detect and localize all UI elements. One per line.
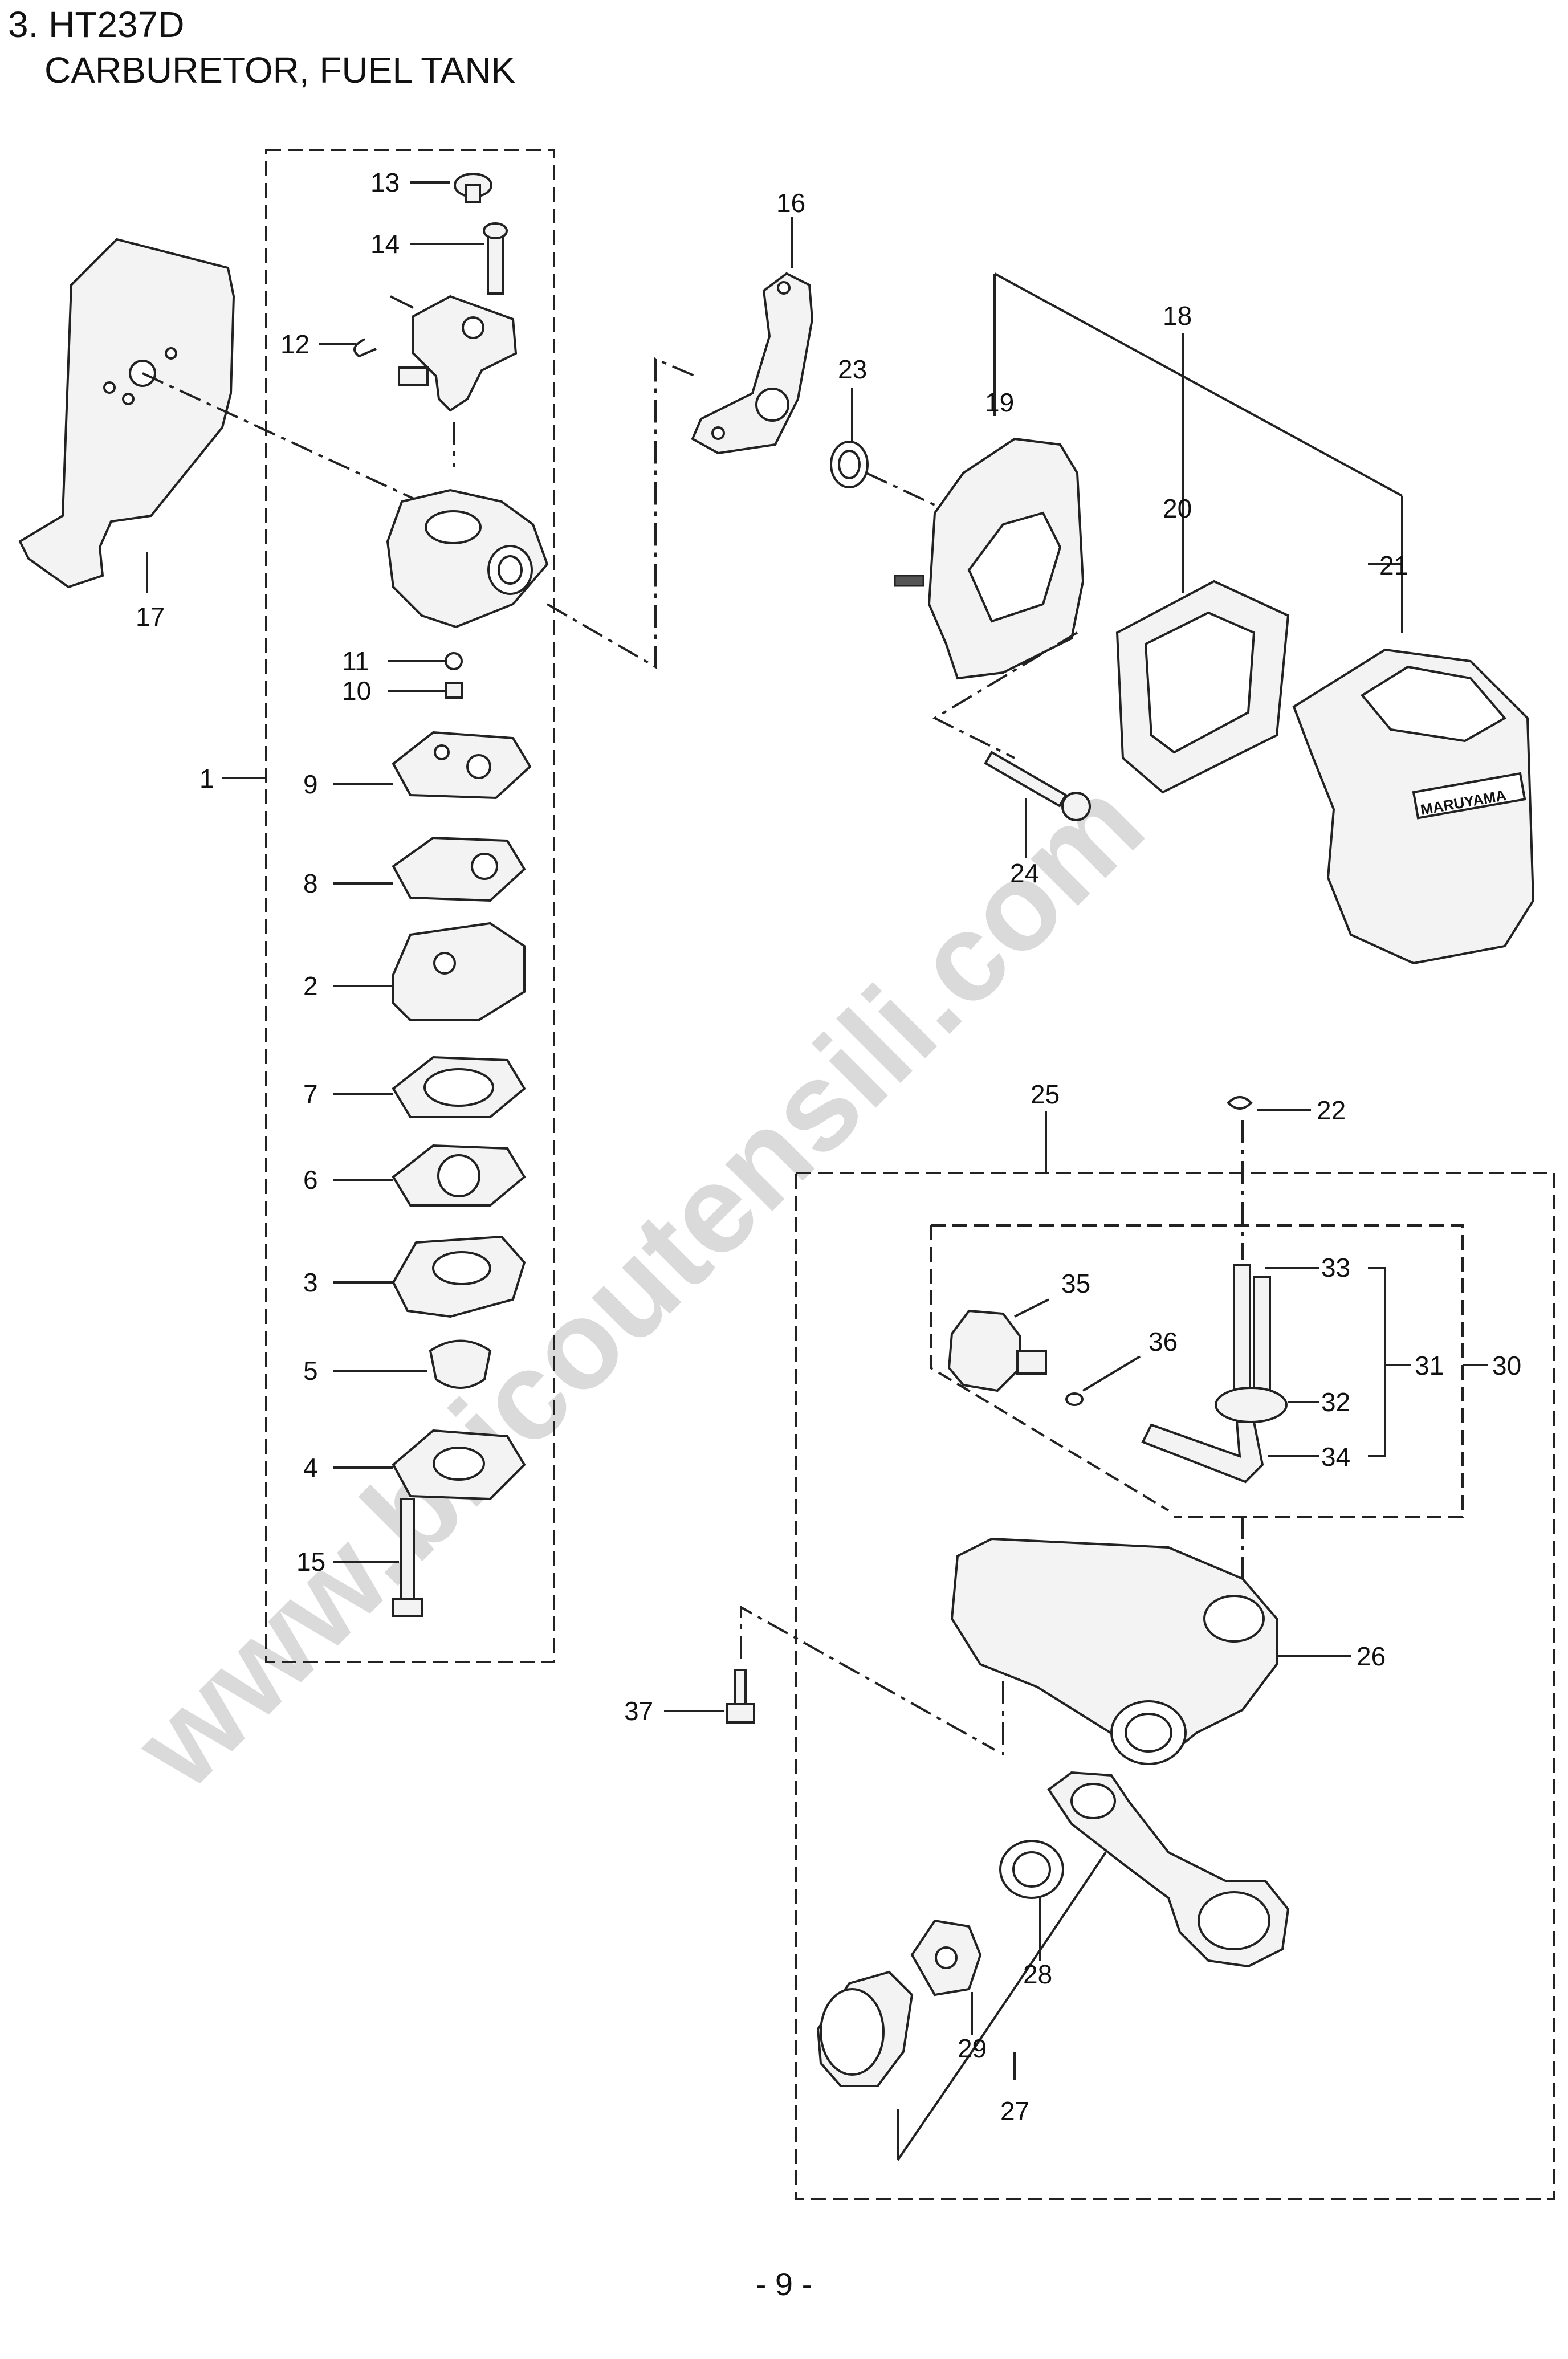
- part-label-16: 16: [776, 188, 805, 218]
- part-label-7: 7: [303, 1079, 318, 1109]
- part-label-30: 30: [1492, 1351, 1521, 1380]
- part-label-23: 23: [838, 355, 867, 384]
- part-label-6: 6: [303, 1165, 318, 1195]
- part-label-15: 15: [296, 1547, 325, 1576]
- part-label-25: 25: [1031, 1079, 1060, 1109]
- part-label-19: 19: [985, 388, 1014, 417]
- part-label-22: 22: [1317, 1095, 1346, 1125]
- part-label-9: 9: [303, 769, 318, 799]
- fuel-pipe-subassembly-box: [931, 1224, 1464, 1518]
- grommet-32: [1215, 1387, 1288, 1423]
- fuel-pipe-33: [1233, 1264, 1251, 1392]
- part-label-33: 33: [1321, 1253, 1350, 1282]
- carburetor-cover: [412, 295, 518, 412]
- part-label-17: 17: [136, 602, 165, 631]
- clip-12: [353, 338, 377, 358]
- diagram-title-model: 3. HT237D: [8, 4, 185, 45]
- part-label-4: 4: [303, 1453, 318, 1482]
- diaphragm-8: [392, 836, 526, 902]
- part-label-34: 34: [1321, 1442, 1350, 1472]
- part-label-8: 8: [303, 869, 318, 898]
- part-label-35: 35: [1061, 1269, 1090, 1298]
- part-label-27: 27: [1000, 2096, 1029, 2126]
- carburetor-assembly-box: [265, 149, 555, 1663]
- fuel-tank-assembly-box: [795, 1172, 1555, 2200]
- part-label-11: 11: [342, 646, 369, 676]
- part-label-13: 13: [370, 168, 400, 197]
- part-label-32: 32: [1321, 1387, 1350, 1417]
- part-label-37: 37: [624, 1696, 653, 1726]
- part-label-24: 24: [1010, 858, 1039, 888]
- clip-36: [1065, 1392, 1084, 1406]
- fuel-tank-26: [950, 1537, 1278, 1757]
- part-label-29: 29: [958, 2034, 987, 2063]
- screw-37: [734, 1669, 747, 1708]
- part-label-2: 2: [303, 971, 318, 1001]
- part-label-10: 10: [342, 676, 371, 706]
- part-label-12: 12: [280, 329, 309, 359]
- pump-body-2: [392, 922, 526, 1021]
- fuel-pipe-34: [1141, 1421, 1264, 1484]
- part-label-5: 5: [303, 1356, 318, 1386]
- screw-14: [487, 230, 504, 295]
- part-label-1: 1: [199, 764, 214, 793]
- part-label-18: 18: [1163, 301, 1192, 331]
- part-label-14: 14: [370, 229, 400, 259]
- part-label-31: 31: [1415, 1351, 1444, 1380]
- insulator-plate-17: [18, 238, 235, 589]
- diagram-title-section: CARBURETOR, FUEL TANK: [44, 50, 516, 91]
- o-ring-11: [445, 652, 463, 670]
- bracket-16: [691, 272, 814, 455]
- part-label-21: 21: [1379, 551, 1408, 580]
- part-label-20: 20: [1163, 494, 1192, 523]
- part-label-28: 28: [1023, 1959, 1052, 1989]
- part-label-26: 26: [1357, 1641, 1386, 1671]
- screw-15: [400, 1498, 415, 1600]
- clip-22: [1227, 1096, 1253, 1110]
- fuel-filter-35: [947, 1309, 1021, 1392]
- primer-bulb-5: [429, 1339, 492, 1389]
- gasket-9: [392, 731, 532, 800]
- page-number: - 9 -: [755, 2266, 813, 2302]
- fitting-10: [445, 682, 463, 699]
- part-label-3: 3: [303, 1268, 318, 1297]
- part-label-36: 36: [1148, 1327, 1178, 1356]
